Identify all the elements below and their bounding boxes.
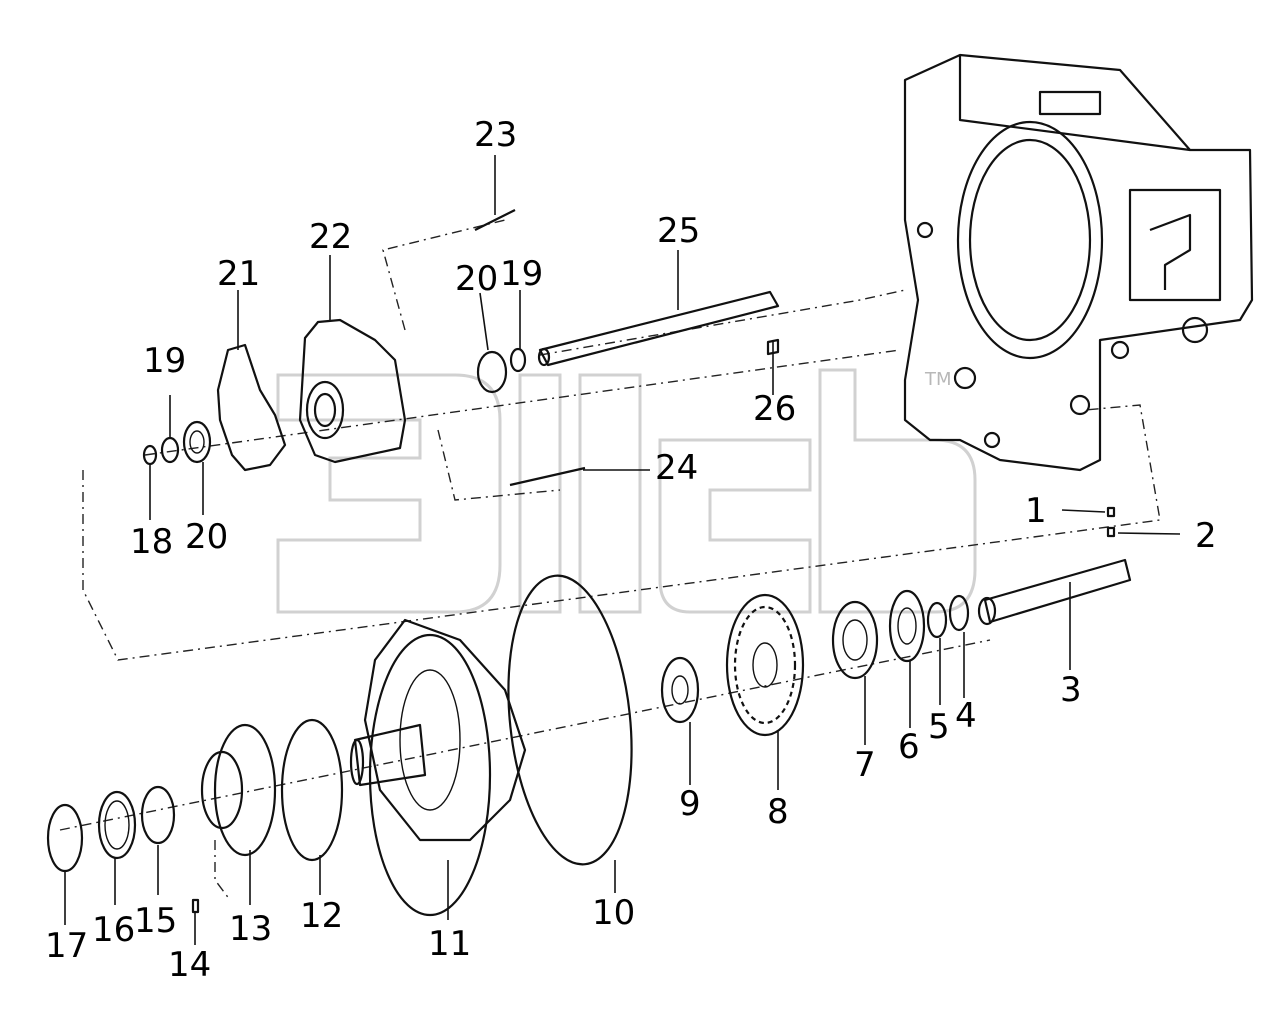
pump-housing-22 — [298, 318, 407, 464]
callout-25: 25 — [657, 211, 700, 251]
callout-14: 14 — [168, 945, 211, 985]
callout-6: 6 — [898, 727, 920, 767]
cover-11 — [363, 618, 527, 842]
callout-15: 15 — [134, 901, 177, 941]
callout-17: 17 — [45, 926, 88, 966]
bolt-24 — [509, 466, 586, 487]
cover-11-flange — [368, 633, 492, 917]
callout-5: 5 — [928, 707, 950, 747]
gasket-12 — [280, 718, 344, 862]
callout-21: 21 — [217, 254, 260, 294]
pump-assembly — [142, 318, 407, 472]
snap-ring-4 — [948, 594, 970, 632]
o-ring-19-upper — [509, 347, 527, 373]
callout-10: 10 — [592, 893, 635, 933]
bolt-14 — [191, 898, 200, 914]
callout-20-left: 20 — [185, 517, 228, 557]
seal-ring-16 — [97, 790, 137, 860]
snap-ring-5 — [926, 601, 948, 639]
output-shaft-3 — [983, 558, 1132, 624]
callout-22: 22 — [309, 217, 352, 257]
oil-seal-20-upper — [476, 350, 508, 394]
callout-9: 9 — [679, 784, 701, 824]
bushing-17 — [46, 803, 84, 873]
output-shaft-parts — [831, 506, 1132, 680]
callout-26: 26 — [753, 389, 796, 429]
callout-2: 2 — [1195, 516, 1217, 556]
oil-seal-20 — [182, 420, 212, 464]
callout-18: 18 — [130, 522, 173, 562]
pin-23 — [474, 209, 516, 231]
callout-1: 1 — [1025, 491, 1047, 531]
callout-13: 13 — [229, 909, 272, 949]
shaft-components — [474, 209, 780, 487]
pin-1 — [1106, 506, 1116, 518]
cover-group — [46, 618, 527, 917]
shaft-25 — [538, 290, 780, 367]
callout-19-upper: 19 — [500, 254, 543, 294]
key-26 — [766, 338, 780, 356]
watermark-logo: TM — [276, 368, 977, 614]
callout-24: 24 — [655, 448, 698, 488]
gasket-10 — [507, 574, 633, 866]
callout-7: 7 — [854, 745, 876, 785]
o-ring-19 — [160, 436, 180, 464]
thrust-washer-6 — [888, 589, 926, 663]
bearing-7 — [831, 600, 879, 680]
o-ring-18 — [142, 444, 158, 466]
end-cap-13 — [213, 723, 277, 857]
callouts: 1 2 3 4 5 6 7 8 9 10 11 12 13 14 15 16 1… — [45, 115, 1217, 985]
gasket-21 — [216, 343, 287, 472]
callout-4: 4 — [955, 696, 977, 736]
callout-8: 8 — [767, 792, 789, 832]
callout-11: 11 — [428, 924, 471, 964]
transmission-housing — [903, 53, 1254, 472]
callout-19-left: 19 — [143, 341, 186, 381]
leader-lines — [64, 155, 1181, 945]
pin-2 — [1106, 526, 1116, 538]
callout-16: 16 — [92, 910, 135, 950]
callout-12: 12 — [300, 896, 343, 936]
gear-8 — [725, 593, 805, 737]
o-ring-15 — [140, 785, 176, 845]
gear-group — [507, 574, 805, 866]
callout-20-upper: 20 — [455, 259, 498, 299]
splined-hub — [353, 723, 427, 787]
callout-23: 23 — [474, 115, 517, 155]
callout-3: 3 — [1060, 670, 1082, 710]
bearing-9 — [660, 656, 700, 724]
watermark-tm: TM — [924, 369, 952, 390]
